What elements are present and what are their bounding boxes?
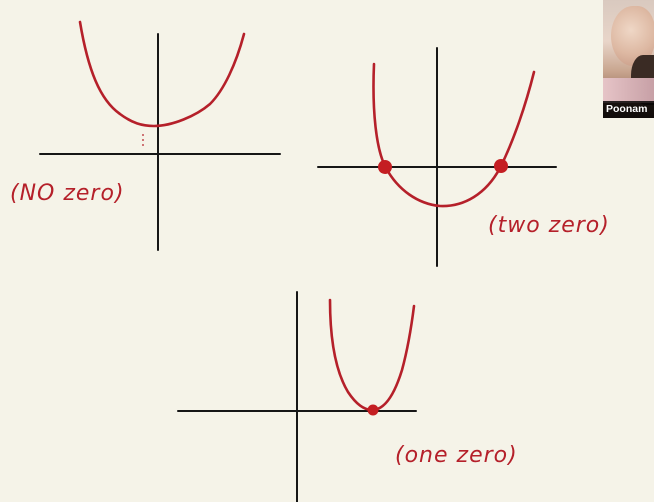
parabola-one-zero [328, 298, 416, 412]
zero-point-left [378, 160, 392, 174]
parabola-no-zero [78, 20, 246, 128]
graph-one-zero: (one zero) [177, 291, 518, 502]
graph-two-zero: (two zero) [317, 47, 610, 267]
zero-point-right [494, 159, 508, 173]
participant-video-tile[interactable]: Poonam [603, 0, 654, 118]
label-one-zero: (one zero) [395, 443, 518, 468]
zero-point-touch [367, 404, 379, 416]
parabola-two-zero [372, 62, 536, 208]
label-no-zero: (NO zero) [10, 181, 125, 206]
participant-shoulder [603, 78, 654, 103]
participant-name: Poonam [603, 101, 654, 118]
label-two-zero: (two zero) [488, 213, 610, 238]
graph-no-zero: (NO zero) [10, 20, 281, 251]
